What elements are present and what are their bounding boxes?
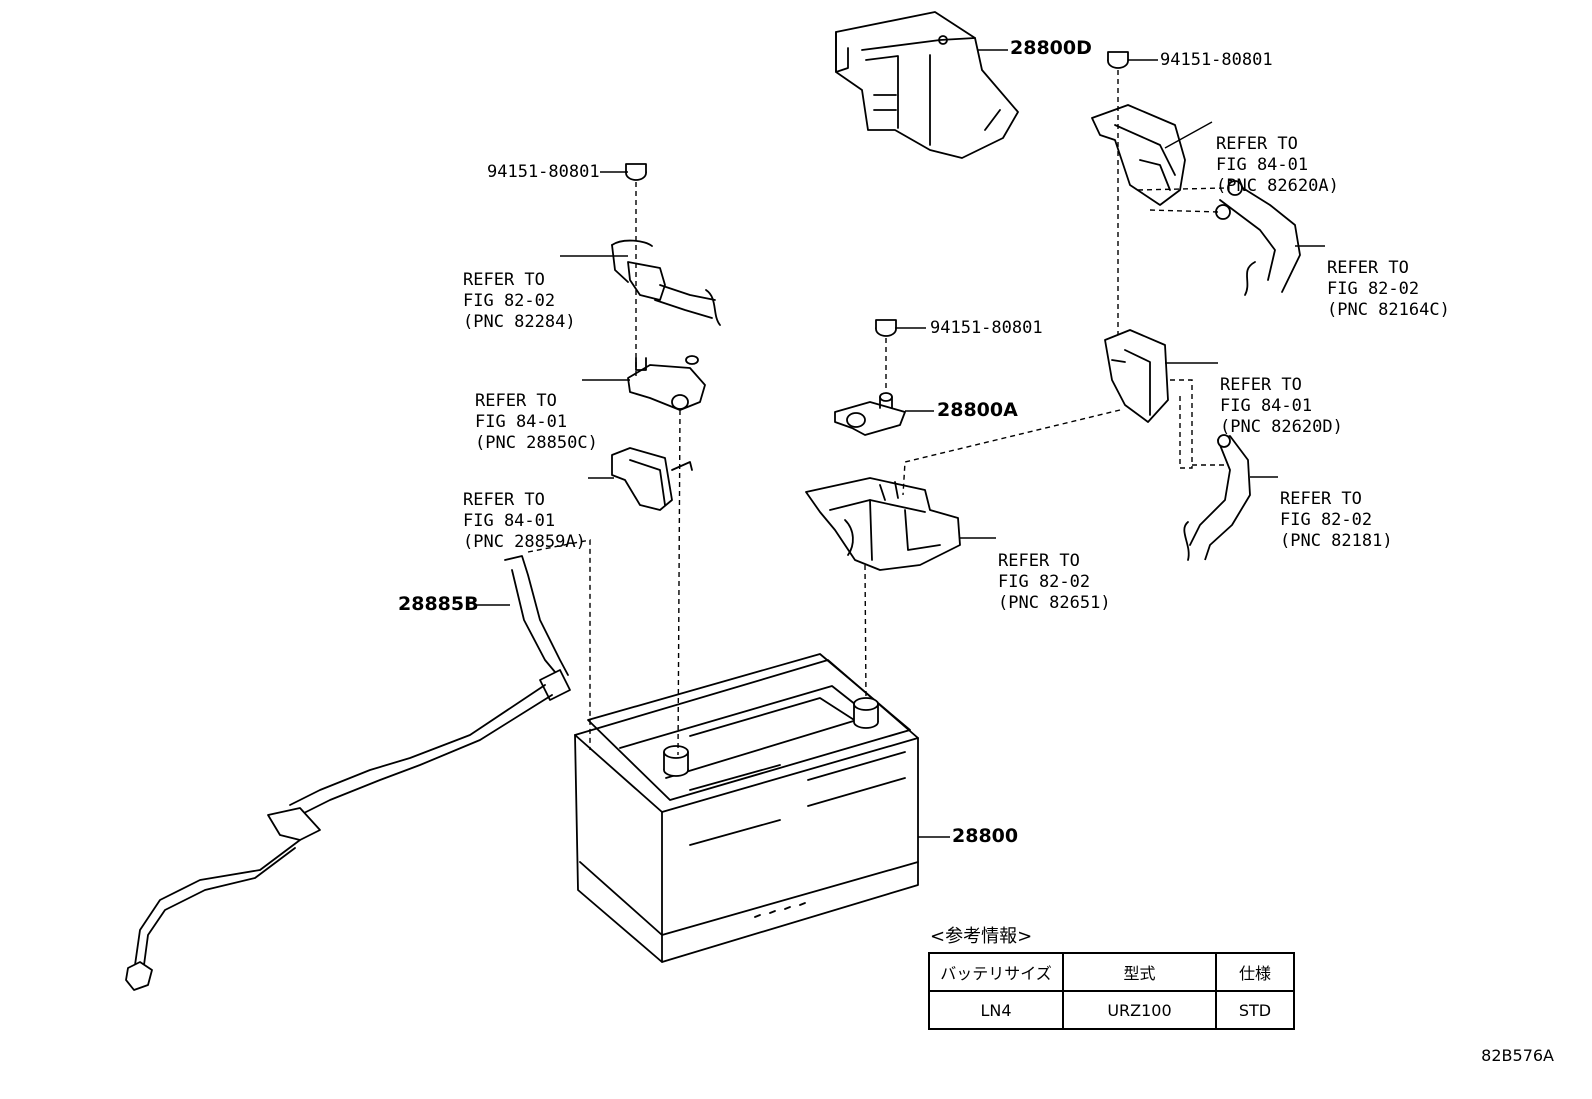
header-spec: 仕様 <box>1215 952 1295 992</box>
battery-28800 <box>574 653 919 963</box>
label-28800D: 28800D <box>1010 37 1092 59</box>
cell-battery-size: LN4 <box>928 990 1064 1030</box>
label-28800: 28800 <box>952 825 1019 847</box>
fuse-block-82651 <box>805 477 961 571</box>
cable-82164C <box>1215 179 1301 296</box>
cover-28800D <box>835 11 1019 159</box>
label-94151-80801-left: 94151-80801 <box>487 162 600 182</box>
bracket-82620A <box>1091 51 1186 206</box>
battery-info-table: バッテリサイズ 型式 仕様 LN4 URZ100 STD <box>928 952 1295 1030</box>
cell-spec: STD <box>1215 990 1295 1030</box>
header-model: 型式 <box>1062 952 1217 992</box>
assembly-lines <box>527 70 1226 756</box>
cell-model: URZ100 <box>1062 990 1217 1030</box>
terminal-28850C <box>627 355 706 411</box>
label-28800A: 28800A <box>937 399 1018 421</box>
bracket-82620D <box>1104 329 1169 423</box>
cable-28885B <box>125 555 571 991</box>
info-title: <参考情報> <box>930 926 1033 947</box>
cable-82181 <box>1183 434 1251 561</box>
label-94151-80801-top: 94151-80801 <box>1160 50 1273 70</box>
label-94151-80801-mid: 94151-80801 <box>930 318 1043 338</box>
leader-lines <box>476 49 1325 838</box>
diagram-code: 82B576A <box>1481 1046 1554 1065</box>
bracket-28859A <box>611 447 693 511</box>
table-header-row: バッテリサイズ 型式 仕様 <box>928 952 1295 992</box>
terminal-28800A <box>834 319 906 436</box>
table-row: LN4 URZ100 STD <box>928 990 1295 1030</box>
header-battery-size: バッテリサイズ <box>928 952 1064 992</box>
label-28885B: 28885B <box>398 593 479 615</box>
cable-82284 <box>611 163 721 326</box>
